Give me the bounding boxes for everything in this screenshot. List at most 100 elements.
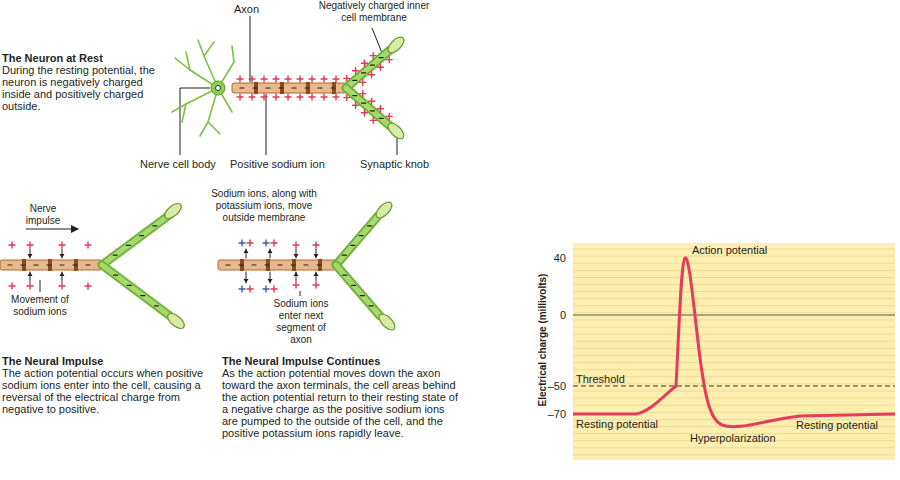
plus-charge: [239, 76, 240, 82]
axon-terminal-branch: [102, 265, 170, 316]
plus-charge: [249, 286, 250, 292]
minus-charge: [226, 264, 230, 265]
plus-charge: [299, 94, 300, 100]
ion-arrowhead: [294, 254, 299, 258]
plus-charge: [61, 283, 62, 289]
plus-charge: [275, 94, 276, 100]
dendrite: [204, 42, 214, 56]
ion-arrowhead: [244, 249, 249, 253]
axon-segment: [232, 83, 346, 93]
minus-charge: [362, 72, 366, 73]
plus-charge: [299, 76, 300, 82]
plus-charge: [273, 240, 274, 246]
minus-charge: [126, 245, 130, 246]
minus-charge: [360, 295, 364, 296]
minus-charge: [370, 110, 374, 111]
part-label: Sodium ions enter next segment of axon: [268, 298, 334, 346]
part-label: Axon: [234, 3, 268, 15]
part-label: Negatively charged inner cell membrane: [318, 0, 430, 24]
minus-charge: [379, 57, 383, 58]
plus-charge: [295, 282, 296, 288]
leader-line: [40, 280, 41, 292]
plus-charge: [346, 95, 347, 101]
minus-charge: [278, 264, 282, 265]
plus-charge: [380, 64, 381, 70]
plus-charge: [265, 240, 266, 246]
axon-terminal-branch: [336, 216, 378, 265]
synaptic-knob: [385, 34, 406, 55]
node-of-ranvier: [254, 82, 258, 94]
minus-charge: [368, 225, 372, 226]
minus-charge: [140, 235, 144, 236]
node-of-ranvier: [22, 259, 26, 271]
axon-terminal-branch: [102, 265, 170, 316]
plus-charge: [11, 242, 12, 248]
curve-label: Resting potential: [796, 419, 894, 431]
plus-charge: [311, 94, 312, 100]
minus-charge: [141, 295, 145, 296]
minus-charge: [292, 87, 296, 88]
synaptic-knob: [376, 311, 397, 332]
minus-charge: [279, 87, 283, 88]
minus-charge: [239, 264, 243, 265]
plus-charge: [364, 110, 365, 116]
plus-charge: [346, 75, 347, 81]
leader-line: [397, 136, 398, 155]
minus-charge: [353, 80, 357, 81]
minus-charge: [318, 87, 322, 88]
node-of-ranvier: [280, 82, 284, 94]
plus-charge: [239, 94, 240, 100]
plus-charge: [11, 283, 12, 289]
minus-charge: [154, 305, 158, 306]
plus-charge: [249, 240, 250, 246]
dendrite: [200, 122, 208, 136]
dendrite: [186, 52, 190, 70]
part-label: Synaptic knob: [360, 158, 438, 170]
node-of-ranvier: [292, 259, 296, 271]
plus-charge: [362, 91, 363, 97]
minus-charge: [240, 87, 244, 88]
minus-charge: [60, 264, 64, 265]
node-of-ranvier: [306, 82, 310, 94]
axon-terminal-branch: [102, 216, 168, 265]
ion-arrowhead: [314, 272, 319, 276]
graph-panel: [573, 243, 895, 460]
panel-heading: The Neural Impulse: [2, 355, 202, 367]
plus-charge: [335, 94, 336, 100]
node-of-ranvier: [266, 259, 270, 271]
plus-charge: [287, 94, 288, 100]
plus-charge: [323, 94, 324, 100]
node-of-ranvier: [74, 259, 78, 271]
axon-terminal-branch: [346, 50, 390, 88]
plus-charge: [362, 79, 363, 85]
synaptic-knob: [165, 311, 187, 332]
plus-charge: [380, 106, 381, 112]
minus-charge: [343, 275, 347, 276]
panel-text: The action potential occurs when positiv…: [2, 367, 212, 415]
tick-label: 40: [520, 252, 566, 264]
minus-charge: [351, 245, 355, 246]
plus-charge: [263, 94, 264, 100]
curve-label: Resting potential: [576, 418, 676, 430]
plus-charge: [275, 76, 276, 82]
dendrite: [208, 122, 220, 134]
plus-charge: [87, 283, 88, 289]
axon-segment: [218, 260, 336, 270]
plus-charge: [389, 113, 390, 119]
plus-charge: [373, 117, 374, 123]
minus-charge: [86, 264, 90, 265]
axon-terminal-branch: [336, 265, 380, 316]
ion-arrowhead: [60, 272, 65, 276]
minus-charge: [331, 87, 335, 88]
panel-heading: The Neural Impulse Continues: [222, 355, 452, 367]
leader-line: [266, 94, 267, 155]
plus-charge: [241, 286, 242, 292]
minus-charge: [34, 264, 38, 265]
plus-charge: [29, 242, 30, 248]
part-label: Movement of sodium ions: [6, 294, 74, 318]
minus-charge: [317, 264, 321, 265]
minus-charge: [266, 87, 270, 88]
plus-charge: [355, 102, 356, 108]
minus-charge: [8, 264, 12, 265]
plus-charge: [273, 286, 274, 292]
